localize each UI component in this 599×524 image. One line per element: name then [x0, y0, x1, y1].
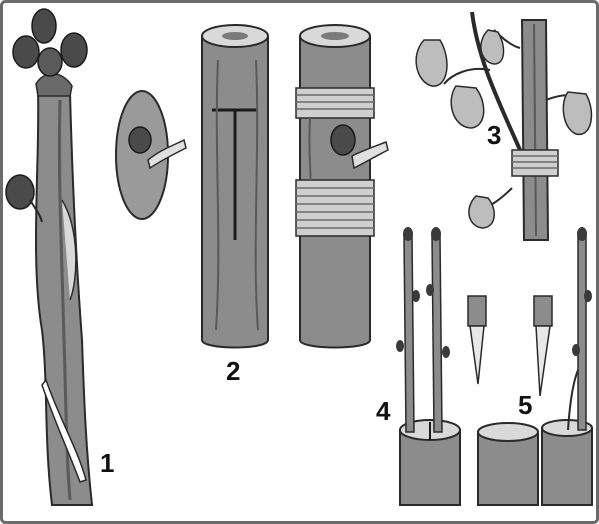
t-cut-stock-icon	[202, 25, 268, 348]
figure-number-4: 4	[376, 398, 390, 424]
figure-number-3: 3	[487, 122, 501, 148]
figure-number-1: 1	[100, 450, 114, 476]
figure-number-2: 2	[226, 358, 240, 384]
figure-number-5: 5	[518, 392, 532, 418]
